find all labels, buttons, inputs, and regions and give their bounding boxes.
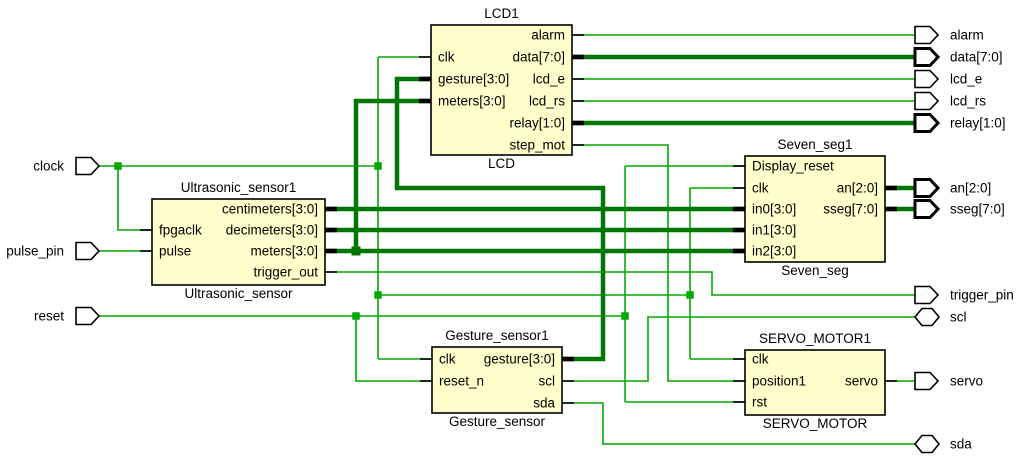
wire-junction <box>351 246 361 256</box>
block-label-gesture: Gesture_sensor <box>449 414 546 429</box>
pin-label-lcd-relay[1:0]: relay[1:0] <box>509 116 565 131</box>
wire-scl[interactable] <box>562 316 915 382</box>
pin-label-gesture-gesture[3:0]: gesture[3:0] <box>484 352 555 367</box>
wire-clock[interactable] <box>117 166 152 231</box>
port-label-relay[1:0]: relay[1:0] <box>950 116 1006 131</box>
port-label-pulse_pin: pulse_pin <box>6 244 64 259</box>
port-label-lcd_e: lcd_e <box>950 72 982 87</box>
pin-label-servo_motor-position1: position1 <box>752 374 806 389</box>
port-label-data[7:0]: data[7:0] <box>950 50 1003 65</box>
port-servo[interactable] <box>914 371 940 391</box>
wire-junction <box>686 291 694 299</box>
block-servo_motor[interactable] <box>744 349 886 416</box>
pin-label-seven_seg-an[2:0]: an[2:0] <box>837 181 878 196</box>
port-label-trigger_pin: trigger_pin <box>950 288 1014 303</box>
port-label-sseg[7:0]: sseg[7:0] <box>950 202 1005 217</box>
block-gesture[interactable] <box>431 346 563 414</box>
block-lcd[interactable] <box>430 24 573 156</box>
port-label-sda: sda <box>950 437 972 452</box>
port-lcd_e[interactable] <box>914 69 940 89</box>
port-label-servo: servo <box>950 374 983 389</box>
pin-label-seven_seg-clk: clk <box>752 181 769 196</box>
pin-label-servo_motor-clk: clk <box>752 352 769 367</box>
pin-label-lcd-lcd_e: lcd_e <box>533 72 565 87</box>
pin-label-seven_seg-in1[3:0]: in1[3:0] <box>752 223 796 238</box>
block-label-seven_seg: Seven_seg <box>781 263 849 278</box>
pin-label-gesture-sda: sda <box>533 396 555 411</box>
pin-label-lcd-meters[3:0]: meters[3:0] <box>438 94 506 109</box>
pin-label-gesture-reset_n: reset_n <box>439 374 484 389</box>
pin-label-lcd-step_mot: step_mot <box>509 138 565 153</box>
port-data70[interactable] <box>913 47 941 67</box>
block-title-servo_motor: SERVO_MOTOR1 <box>759 331 871 346</box>
block-label-servo_motor: SERVO_MOTOR <box>763 416 868 431</box>
port-label-reset: reset <box>34 309 64 324</box>
wire-junction <box>374 291 382 299</box>
pin-label-gesture-scl: scl <box>539 374 556 389</box>
port-sda-bidir[interactable] <box>913 434 941 454</box>
wire-gesture[interactable] <box>394 76 606 362</box>
pin-label-seven_seg-sseg[7:0]: sseg[7:0] <box>823 202 878 217</box>
port-lcd_rs[interactable] <box>914 91 940 111</box>
port-label-alarm: alarm <box>950 28 984 43</box>
block-title-gesture: Gesture_sensor1 <box>445 328 549 343</box>
block-label-ultrasonic: Ultrasonic_sensor <box>184 286 293 301</box>
block-seven_seg[interactable] <box>744 155 886 263</box>
port-alarm[interactable] <box>914 25 940 45</box>
port-scl-bidir[interactable] <box>913 307 941 327</box>
pin-label-lcd-clk: clk <box>438 50 455 65</box>
port-label-clock: clock <box>33 159 64 174</box>
port-reset[interactable] <box>75 306 101 326</box>
pin-label-lcd-gesture[3:0]: gesture[3:0] <box>438 72 509 87</box>
wire-sda[interactable] <box>562 402 915 445</box>
port-label-an[2:0]: an[2:0] <box>950 181 991 196</box>
wire-trigger[interactable] <box>325 271 915 296</box>
pin-label-gesture-clk: clk <box>439 352 456 367</box>
block-title-lcd: LCD1 <box>484 6 519 21</box>
pin-label-seven_seg-in0[3:0]: in0[3:0] <box>752 202 796 217</box>
pin-label-seven_seg-in2[3:0]: in2[3:0] <box>752 244 796 259</box>
pin-label-ultrasonic-pulse: pulse <box>159 244 191 259</box>
port-label-lcd_rs: lcd_rs <box>950 94 986 109</box>
wire-junction <box>114 162 122 170</box>
port-an20[interactable] <box>913 178 941 198</box>
block-ultrasonic[interactable] <box>151 198 326 286</box>
wire-junction <box>374 162 382 170</box>
block-label-lcd: LCD <box>488 156 515 171</box>
wire-step_mot[interactable] <box>572 144 745 382</box>
pin-label-servo_motor-rst: rst <box>752 395 767 410</box>
pin-label-lcd-lcd_rs: lcd_rs <box>529 94 565 109</box>
wire-junction <box>621 312 629 320</box>
port-label-scl: scl <box>950 310 967 325</box>
wire-meters[interactable] <box>353 98 431 251</box>
pin-label-ultrasonic-decimeters[3:0]: decimeters[3:0] <box>226 223 318 238</box>
pin-label-ultrasonic-trigger_out: trigger_out <box>253 265 318 280</box>
pin-label-ultrasonic-centimeters[3:0]: centimeters[3:0] <box>222 202 318 217</box>
pin-label-ultrasonic-fpgaclk: fpgaclk <box>159 223 202 238</box>
pin-label-seven_seg-Display_reset: Display_reset <box>752 159 834 174</box>
pin-label-ultrasonic-meters[3:0]: meters[3:0] <box>250 244 318 259</box>
pin-label-servo_motor-servo: servo <box>845 374 878 389</box>
port-sseg70[interactable] <box>913 199 941 219</box>
wire-reset[interactable] <box>355 316 432 382</box>
port-trigger_pin[interactable] <box>914 285 940 305</box>
port-pulse_pin[interactable] <box>75 241 101 261</box>
port-clock[interactable] <box>75 156 101 176</box>
wire-junction <box>352 312 360 320</box>
pin-label-lcd-alarm: alarm <box>531 28 565 43</box>
block-title-seven_seg: Seven_seg1 <box>777 137 852 152</box>
port-relay10[interactable] <box>913 113 941 133</box>
pin-label-lcd-data[7:0]: data[7:0] <box>512 50 565 65</box>
block-title-ultrasonic: Ultrasonic_sensor1 <box>181 180 297 195</box>
